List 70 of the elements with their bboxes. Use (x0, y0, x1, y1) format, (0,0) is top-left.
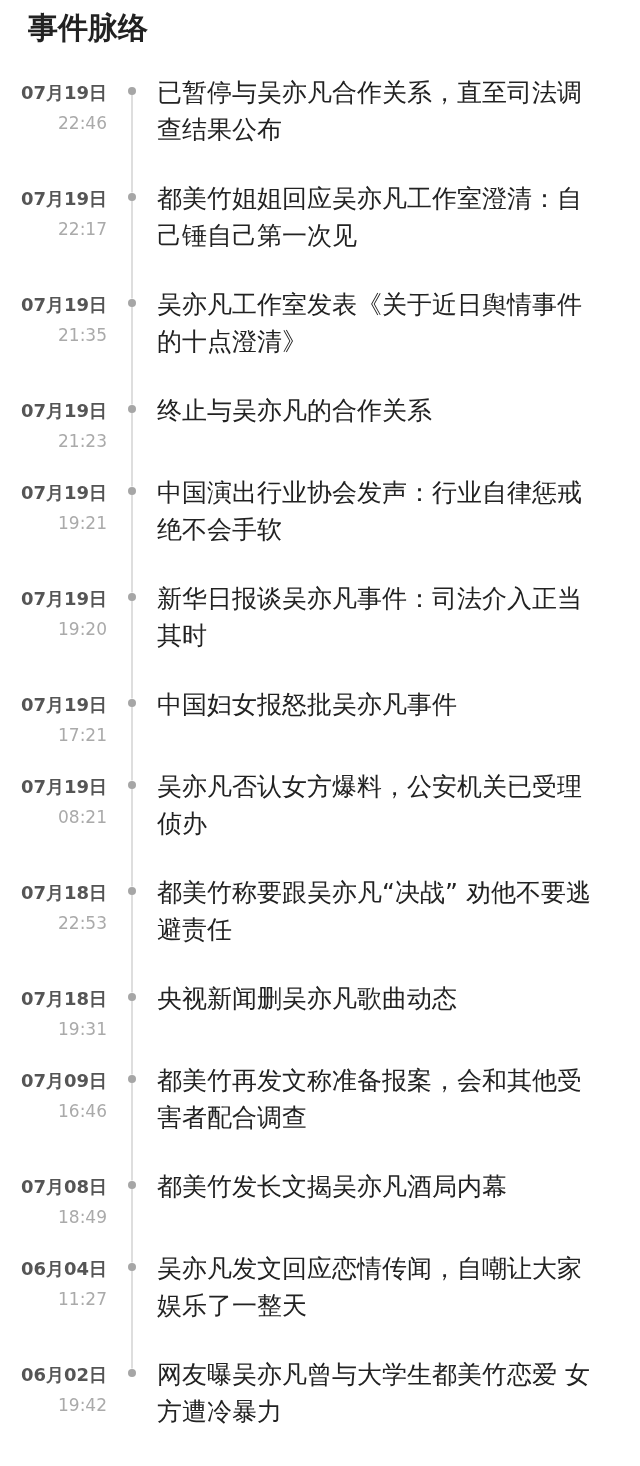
timeline-line (131, 893, 133, 994)
time-label: 22:46 (58, 111, 107, 135)
time-label: 21:35 (58, 323, 107, 347)
timeline-line (131, 411, 133, 488)
time-label: 19:31 (58, 1017, 107, 1041)
timeline-line (131, 705, 133, 782)
timeline-line (131, 787, 133, 888)
date-label: 07月19日 (20, 292, 107, 317)
event-text: 已暂停与吴亦凡合作关系，直至司法调查结果公布 (157, 76, 583, 146)
timeline-dot (128, 192, 136, 201)
event-text: 都美竹姐姐回应吴亦凡工作室澄清：自己锤自己第一次见 (157, 182, 583, 252)
event-text: 都美竹再发文称准备报案，会和其他受害者配合调查 (157, 1064, 583, 1134)
timeline-dot (128, 404, 136, 413)
event-text: 吴亦凡工作室发表《关于近日舆情事件的十点澄清》 (157, 288, 583, 358)
title: 事件脉络 (28, 9, 148, 47)
timeline-line (131, 305, 133, 406)
time-label: 22:53 (58, 911, 107, 935)
event-text: 中国妇女报怒批吴亦凡事件 (157, 688, 458, 721)
time-label: 17:21 (58, 723, 107, 747)
event-text: 都美竹称要跟吴亦凡“决战” 劝他不要逃避责任 (157, 876, 592, 946)
time-label: 19:21 (58, 511, 107, 535)
timeline-dot (128, 298, 136, 307)
event-text: 吴亦凡否认女方爆料，公安机关已受理侦办 (157, 770, 583, 840)
time-label: 11:27 (58, 1287, 107, 1311)
date-label: 07月19日 (20, 398, 107, 423)
timeline-dot (128, 992, 136, 1001)
timeline-line (131, 199, 133, 300)
timeline-dot (128, 886, 136, 895)
event-text: 吴亦凡发文回应恋情传闻，自嘲让大家娱乐了一整天 (157, 1252, 583, 1322)
timeline-dot (128, 486, 136, 495)
date-label: 07月19日 (20, 692, 107, 717)
time-label: 18:49 (58, 1205, 107, 1229)
timeline-line (131, 1187, 133, 1264)
event-text: 中国演出行业协会发声：行业自律惩戒绝不会手软 (157, 476, 583, 546)
time-label: 19:42 (58, 1393, 107, 1417)
timeline-dot (128, 1262, 136, 1271)
timeline-dot (128, 780, 136, 789)
date-label: 07月19日 (20, 80, 107, 105)
timeline-line (131, 1081, 133, 1182)
event-text: 网友曝吴亦凡曾与大学生都美竹恋爱 女方遭冷暴力 (157, 1358, 591, 1428)
timeline-dot (128, 698, 136, 707)
event-text: 新华日报谈吴亦凡事件：司法介入正当其时 (157, 582, 583, 652)
time-label: 08:21 (58, 805, 107, 829)
time-label: 16:46 (58, 1099, 107, 1123)
date-label: 07月19日 (20, 586, 107, 611)
event-text: 终止与吴亦凡的合作关系 (157, 394, 433, 427)
date-label: 07月19日 (20, 480, 107, 505)
date-label: 07月19日 (20, 186, 107, 211)
date-label: 06月02日 (20, 1362, 107, 1387)
time-label: 22:17 (58, 217, 107, 241)
timeline-line (131, 1269, 133, 1370)
timeline-dot (128, 1180, 136, 1189)
time-label: 19:20 (58, 617, 107, 641)
timeline-line (131, 599, 133, 700)
event-text: 都美竹发长文揭吴亦凡酒局内幕 (157, 1170, 508, 1203)
timeline-dot (128, 86, 136, 95)
time-label: 21:23 (58, 429, 107, 453)
date-label: 07月18日 (20, 880, 107, 905)
timeline-dot (128, 1074, 136, 1083)
date-label: 07月18日 (20, 986, 107, 1011)
event-text: 央视新闻删吴亦凡歌曲动态 (157, 982, 458, 1015)
timeline-line (131, 93, 133, 194)
timeline-line (131, 493, 133, 594)
date-label: 07月19日 (20, 774, 107, 799)
timeline-dot (128, 1368, 136, 1377)
date-label: 07月08日 (20, 1174, 107, 1199)
date-label: 07月09日 (20, 1068, 107, 1093)
timeline-line (131, 999, 133, 1076)
date-label: 06月04日 (20, 1256, 107, 1281)
timeline-dot (128, 592, 136, 601)
